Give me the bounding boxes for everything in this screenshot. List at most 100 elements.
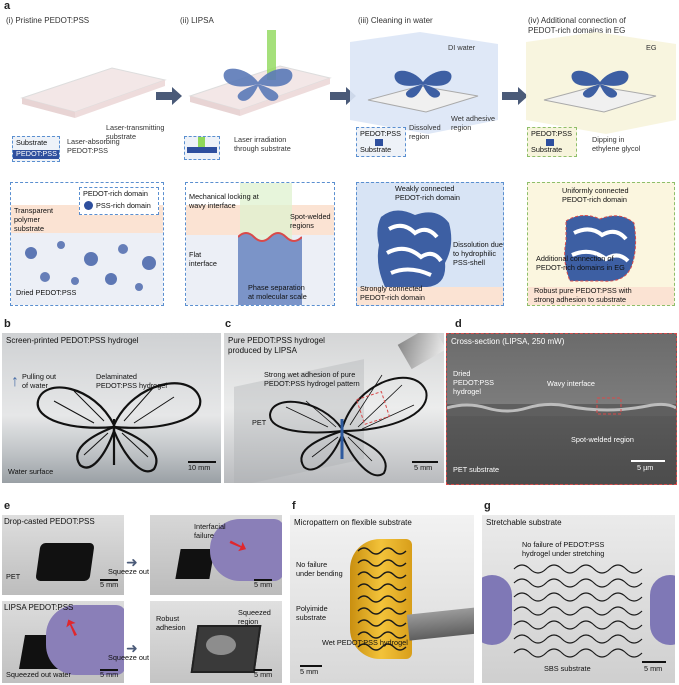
dissolution-label-1: Dissolution due [453, 240, 503, 249]
scale-bar [254, 669, 272, 671]
scale-label: 5 mm [644, 664, 663, 673]
dried-hydrogel-label-2: PEDOT:PSS [453, 378, 494, 387]
wet-hydrogel-label: Wet PEDOT:PSS hydrogel [322, 638, 408, 647]
photo-e3: ➘ LIPSA PEDOT:PSS Squeezed out water 5 m… [2, 601, 124, 683]
pedotpss-label-3: PEDOT:PSS [360, 129, 401, 138]
robust-adhesion-label-1: Robust [156, 614, 180, 623]
domain-legend: PEDOT-rich domain PSS-rich domain [79, 187, 159, 215]
step-i-label: (i) Pristine PEDOT:PSS [6, 16, 90, 25]
drop-casted-label: Drop-casted PEDOT:PSS [4, 517, 95, 526]
polyimide-label-2: substrate [296, 613, 327, 622]
scale-bar [188, 461, 216, 463]
layer-legend-box-1: Substrate PEDOT:PSS [12, 136, 60, 162]
sbs-substrate-label: SBS substrate [544, 664, 591, 673]
no-failure-label-1: No failure [296, 560, 328, 569]
pet-layer [447, 416, 676, 484]
step-iv-label-2: PEDOT-rich domains in EG [528, 26, 626, 35]
uniform-label-1: Uniformly connected [562, 186, 629, 195]
pedot-layer-icon [187, 147, 217, 153]
panel-g-title: Stretchable substrate [486, 518, 562, 527]
dissolution-label-3: PSS-shell [453, 258, 486, 267]
schematic-box-2: Mechanical locking at wavy interface Spo… [185, 182, 335, 306]
substrate-label: Substrate [16, 138, 48, 147]
photo-e2: ➘ Interfacial failure 5 mm [150, 515, 282, 595]
glove-image [210, 519, 282, 581]
di-water-label: DI water [448, 43, 476, 52]
pet-label: PET [6, 572, 21, 581]
butterfly-pattern-image [268, 374, 428, 477]
arrow-icon [330, 87, 356, 105]
dissolution-label-2: to hydrophilic [453, 249, 496, 258]
additional-label-1: Additional connection of [536, 254, 614, 263]
domain-particles [25, 241, 156, 291]
strong-label-2: PEDOT-rich domain [360, 293, 425, 302]
spot-welded-label-1: Spot-welded [290, 212, 331, 221]
wavy-interface-graphic [447, 397, 676, 415]
stretch-pattern-graphic [513, 564, 643, 658]
laser-irradiation-label-1: Laser irradiation [234, 135, 287, 144]
substrate-layer [357, 287, 503, 305]
layer-legend-box-4: PEDOT:PSS Substrate [527, 127, 577, 157]
scale-label: 10 mm [188, 463, 211, 472]
no-failure-stretch-label-2: hydrogel under stretching [522, 549, 605, 558]
dipping-label-2: ethylene glycol [592, 144, 641, 153]
panel-b-letter: b [4, 318, 11, 330]
delaminated-butterfly-image [36, 382, 202, 473]
delaminated-label-2: PEDOT:PSS hydrogel [96, 381, 167, 390]
photo-g: Stretchable substrate No failure of PEDO… [482, 515, 675, 683]
schematic-box-1: PEDOT-rich domain PSS-rich domain Transp… [10, 182, 164, 306]
network-graphic [377, 210, 452, 287]
dried-hydrogel-label-3: hydrogel [453, 387, 481, 396]
step-iii-label: (iii) Cleaning in water [358, 16, 433, 25]
squeeze-label-1: Squeeze out water [108, 567, 169, 576]
flat-interface-label-1: Flat [189, 250, 202, 259]
wet-adhesive-label-2: region [451, 123, 472, 132]
scale-label: 5 µm [637, 463, 654, 472]
phase-separation-graphic [238, 232, 302, 305]
scale-bar [254, 579, 272, 581]
transparent-label-1: Transparent [14, 206, 54, 215]
panel-g-letter: g [484, 500, 491, 512]
photo-e1: Drop-casted PEDOT:PSS PET 5 mm [2, 515, 124, 595]
panel-a-letter: a [4, 0, 11, 12]
laser-irradiation-label-2: through substrate [234, 144, 291, 153]
mech-lock-label-2: wavy interface [189, 201, 236, 210]
arrow-right-icon: ➜ [126, 640, 138, 656]
no-failure-stretch-label-1: No failure of PEDOT:PSS [522, 540, 605, 549]
lipsa-label: LIPSA PEDOT:PSS [4, 603, 74, 612]
scale-label: 5 mm [414, 463, 433, 472]
pedot-square-icon [546, 139, 554, 146]
squeezed-region-label-1: Squeezed [238, 608, 271, 617]
phase-label-1: Phase separation [248, 283, 305, 292]
mech-lock-label-1: Mechanical locking at [189, 192, 259, 201]
hydrogel-layer [447, 334, 676, 404]
scale-bar [412, 461, 438, 463]
photo-f: Micropattern on flexible substrate No fa… [290, 515, 474, 683]
pulling-label-1: Pulling out [22, 372, 57, 381]
panel-c-title-1: Pure PEDOT:PSS hydrogel [228, 336, 325, 345]
squeezed-region-label-2: region [238, 617, 259, 626]
squeezed-region [206, 635, 236, 655]
photo-e4: Robust adhesion Squeezed region 5 mm [150, 601, 282, 683]
panel-a-top-illustration [20, 30, 676, 134]
substrate-label-4: Substrate [531, 145, 563, 154]
laser-transmitting-label-2: substrate [106, 132, 137, 141]
dissolved-label-2: region [409, 132, 430, 141]
delaminated-label-1: Delaminated [96, 372, 137, 381]
photo-c: Pure PEDOT:PSS hydrogel produced by LIPS… [224, 333, 444, 483]
arrow-icon [156, 87, 182, 105]
interfacial-label-1: Interfacial [194, 522, 226, 531]
photo-d: Cross-section (LIPSA, 250 mW) Dried PEDO… [446, 333, 677, 485]
schematic-box-3: Weakly connected PEDOT-rich domain Disso… [356, 182, 504, 306]
additional-label-2: PEDOT-rich domains in EG [536, 263, 625, 272]
flat-interface-label-2: interface [189, 259, 217, 268]
dried-hydrogel-label-1: Dried [453, 369, 471, 378]
panel-f-letter: f [292, 500, 296, 512]
pedotpss-label-4: PEDOT:PSS [531, 129, 572, 138]
interfacial-label-2: failure [194, 531, 214, 540]
drop-casted-film [35, 543, 95, 581]
uniform-label-2: PEDOT-rich domain [562, 195, 627, 204]
clamp-image [406, 607, 474, 641]
squeezed-out-water-label: Squeezed out water [6, 670, 71, 679]
laser-transmitting-label-1: Laser-transmitting [106, 123, 165, 132]
